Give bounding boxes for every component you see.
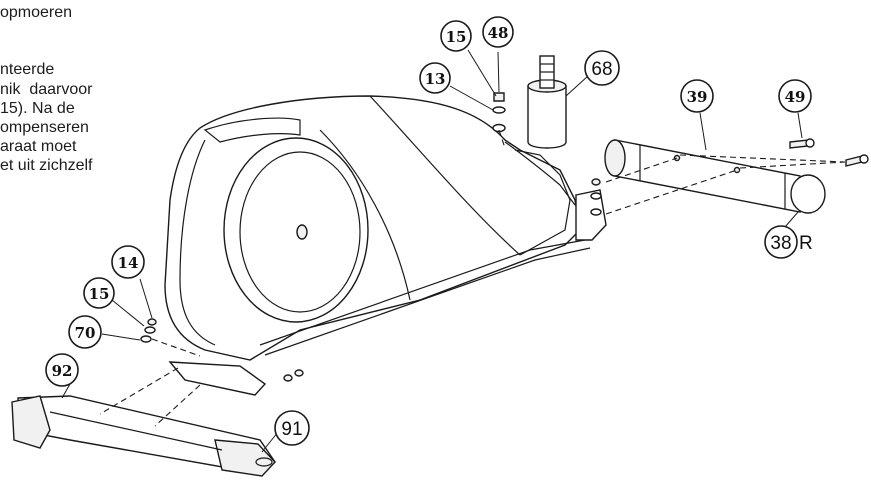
assembly-guide-lines <box>99 129 846 427</box>
rear-foot-plate <box>168 361 267 396</box>
callout-92-label: 92 <box>52 362 73 380</box>
callout-91: 91 <box>261 410 310 453</box>
callout-14-label: 14 <box>118 254 139 272</box>
callout-38-suffix: R <box>799 233 813 254</box>
rear-stabilizer <box>11 395 276 477</box>
callout-15-left-label: 15 <box>89 285 110 303</box>
callout-38r: 38 R <box>764 211 813 259</box>
callout-92: 92 <box>45 353 79 399</box>
instruction-line-6: ompenseren <box>0 119 89 136</box>
instruction-line-7: araat moet <box>0 138 77 155</box>
callout-49-label: 49 <box>785 88 806 106</box>
callout-68: 68 <box>565 50 620 97</box>
callout-68-label: 68 <box>591 59 612 80</box>
instruction-line-5: 15). Na de <box>0 100 75 117</box>
front-bracket <box>575 189 607 241</box>
callout-48: 48 <box>482 16 514 93</box>
instruction-line-4: nik daarvoor <box>0 81 93 98</box>
instruction-line-8: et uit zichzelf <box>0 157 93 174</box>
callout-15-top-label: 15 <box>446 28 467 46</box>
callout-15-left: 15 <box>83 277 145 327</box>
callout-91-label: 91 <box>281 419 302 440</box>
hardware-pieces <box>140 92 869 382</box>
callout-13-label: 13 <box>425 70 446 88</box>
callout-39-label: 39 <box>687 88 708 106</box>
callout-39: 39 <box>680 79 714 151</box>
callout-38-label: 38 <box>770 233 791 254</box>
callout-70: 70 <box>68 315 141 349</box>
flywheel-cover <box>223 137 369 323</box>
front-stabilizer-tube <box>604 139 826 214</box>
handlebar-post <box>527 55 567 149</box>
callout-70-label: 70 <box>75 324 96 342</box>
callout-49: 49 <box>778 79 812 139</box>
callout-15-top: 15 <box>440 20 497 97</box>
callout-48-label: 48 <box>488 24 509 42</box>
instruction-line-1: opmoeren <box>0 4 73 21</box>
callout-13: 13 <box>419 62 494 111</box>
instruction-line-3: nteerde <box>0 61 55 78</box>
callout-14: 14 <box>111 245 153 319</box>
